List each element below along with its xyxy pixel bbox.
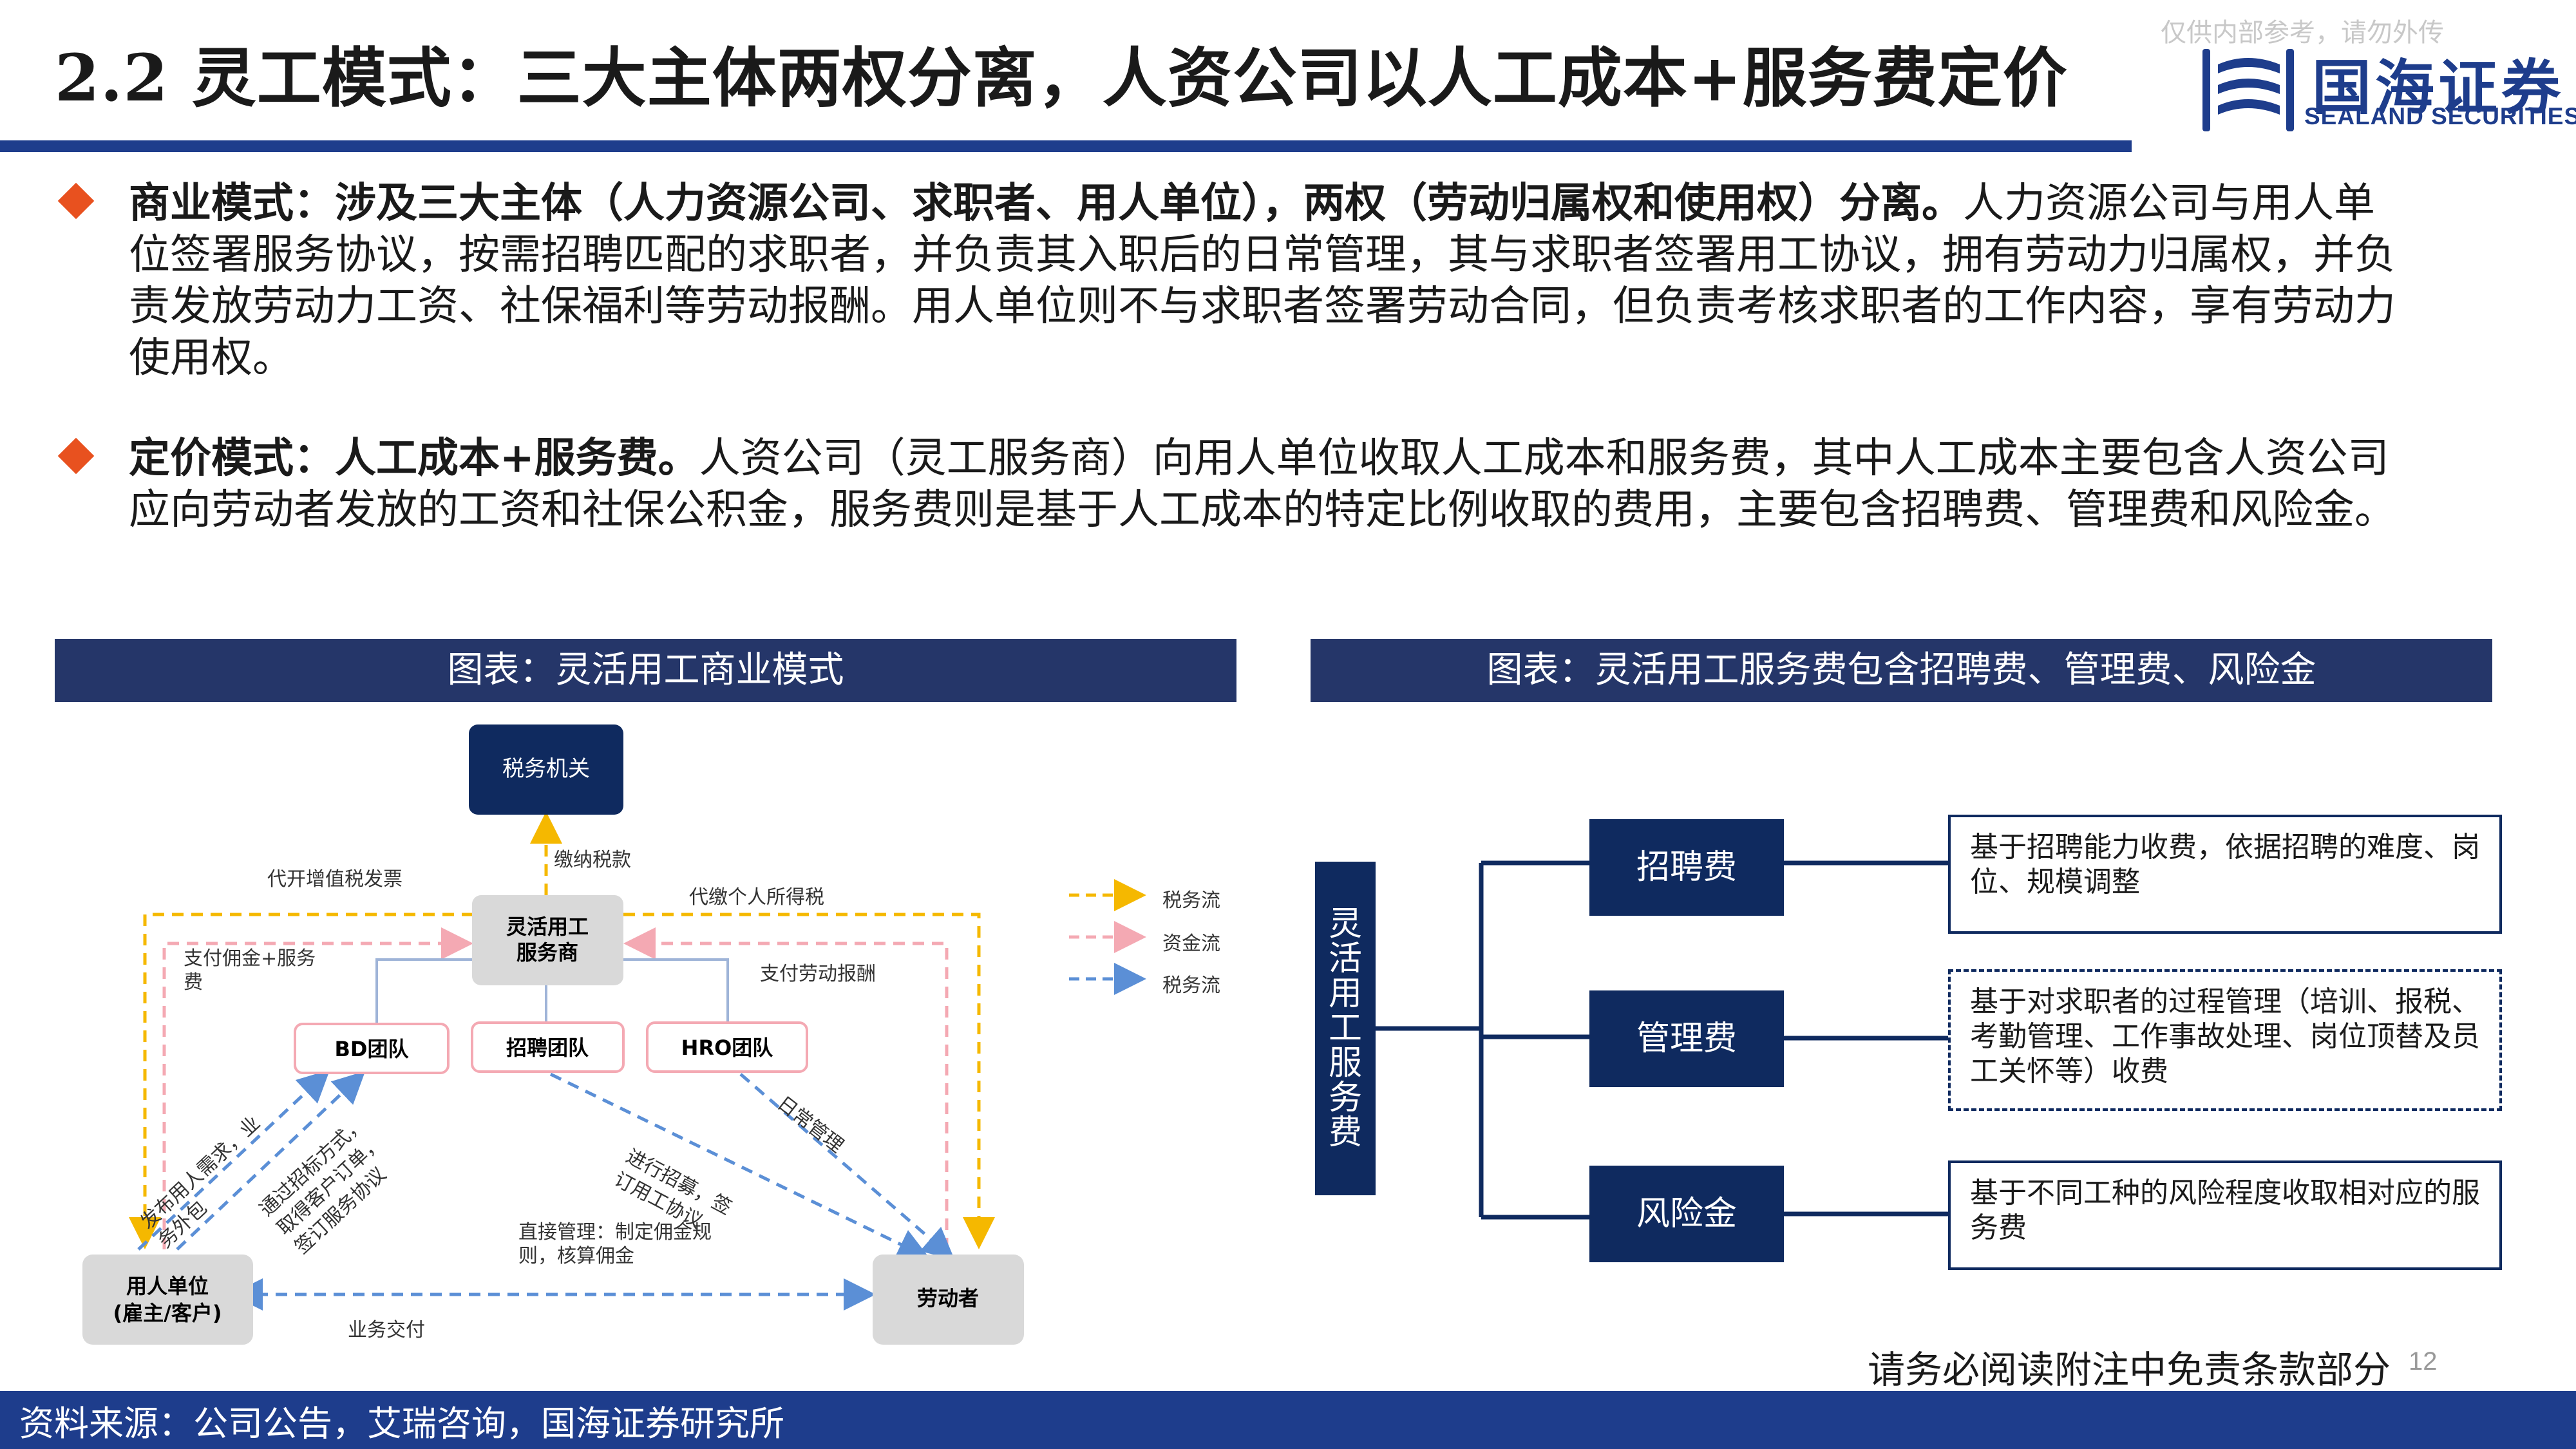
node-label: (雇主/客户) [113,1301,222,1325]
right-chart-header: 图表：灵活用工服务费包含招聘费、管理费、风险金 [1311,639,2492,702]
source-note: 资料来源：公司公告，艾瑞咨询，国海证券研究所 [19,1403,784,1444]
fee-tree-connectors [1376,860,1948,1220]
node-employer: 用人单位 (雇主/客户) [82,1255,253,1345]
fee-management: 管理费 [1589,990,1784,1087]
left-chart-header: 图表：灵活用工商业模式 [55,639,1236,702]
logo-chinese-name: 国海证券 [2312,53,2565,122]
node-worker: 劳动者 [873,1255,1024,1345]
fund-flow-lines [162,927,949,1249]
node-hro-team: HRO团队 [646,1021,808,1073]
legend-label: 税务流 [1162,974,1220,997]
root-char: 活 [1328,940,1362,978]
bullet-diamond-icon [57,437,95,475]
node-label: 劳动者 [917,1286,979,1311]
fee-recruitment: 招聘费 [1589,819,1784,916]
edge-label: 业务交付 [348,1319,425,1341]
node-label: HRO团队 [681,1036,774,1060]
edge-label: 代缴个人所得税 [689,886,824,909]
diagram-legend: 税务流 资金流 税务流 [1069,879,1220,997]
fee-recruitment-desc: 基于招聘能力收费，依据招聘的难度、岗位、规模调整 [1948,815,2502,934]
root-char: 灵 [1328,905,1362,943]
page-title: 2.2 灵工模式：三大主体两权分离，人资公司以人工成本+服务费定价 [55,40,2068,116]
fee-risk-desc: 基于不同工种的风险程度收取相对应的服务费 [1948,1160,2502,1270]
node-tax-authority: 税务机关 [469,724,623,815]
paragraph-body: 人力资源公司与用人单位签署服务协议，按需招聘匹配的求职者，并负责其入职后的日常管… [129,180,2396,382]
logo-english-name: SEALAND SECURITIES [2304,103,2576,129]
disclaimer: 请务必阅读附注中免责条款部分 [1868,1348,2391,1392]
watermark: 仅供内部参考，请勿外传 [2161,18,2444,48]
paragraph-lead: 定价模式：人工成本+服务费。 [129,434,699,482]
root-char: 用 [1328,974,1362,1013]
edge-label: 缴纳税款 [554,849,631,871]
root-char: 服 [1328,1044,1362,1083]
root-char: 工 [1328,1009,1362,1048]
node-bd-team: BD团队 [294,1023,450,1074]
fee-management-desc: 基于对求职者的过程管理（培训、报税、考勤管理、工作事故处理、岗位顶替及员工关怀等… [1948,969,2502,1111]
edge-label: 支付劳动报酬 [760,963,876,985]
edge-label: 直接管理：制定佣金规 [518,1221,712,1244]
paragraph-lead: 商业模式：涉及三大主体（人力资源公司、求职者、用人单位），两权（劳动归属权和使用… [129,179,1963,227]
legend-label: 资金流 [1162,933,1220,955]
node-service-provider: 灵活用工 服务商 [472,895,623,985]
node-label: 税务机关 [502,756,590,782]
root-char: 务 [1328,1079,1362,1117]
node-label: BD团队 [335,1037,410,1061]
business-model-diagram: 税务机关 灵活用工 服务商 BD团队 招聘团队 HRO团队 用人单位 (雇主/客… [82,724,1220,1345]
edge-label: 支付佣金+服务 [184,947,316,970]
service-fee-root: 灵 活 用 工 服 务 费 [1315,862,1376,1195]
info-flow-lines [137,1070,955,1311]
node-recruit-team: 招聘团队 [471,1021,625,1073]
sealand-logo-icon [2202,49,2294,131]
tax-flow-lines [129,811,995,1249]
paragraph-business-model: 商业模式：涉及三大主体（人力资源公司、求职者、用人单位），两权（劳动归属权和使用… [129,178,2396,384]
root-char: 费 [1328,1113,1362,1152]
edge-label: 费 [184,971,203,994]
paragraph-body: 人资公司（灵工服务商）向用人单位收取人工成本和服务费，其中人工成本主要包含人资公… [129,435,2396,534]
node-label: 招聘团队 [506,1036,589,1060]
page-number: 12 [2409,1347,2438,1376]
node-label: 灵活用工 [506,914,589,939]
paragraph-pricing-model: 定价模式：人工成本+服务费。人资公司（灵工服务商）向用人单位收取人工成本和服务费… [129,433,2396,536]
fee-risk: 风险金 [1589,1166,1784,1262]
bullet-diamond-icon [57,182,95,220]
title-divider [0,140,2132,152]
org-connectors [375,958,729,1024]
edge-label: 代开增值税发票 [267,868,402,891]
footer-bar [0,1391,2576,1449]
edge-label: 日常管理 [773,1092,848,1157]
legend-label: 税务流 [1162,889,1220,912]
edge-label: 则，核算佣金 [518,1245,634,1267]
node-label: 用人单位 [126,1274,209,1298]
node-label: 服务商 [516,940,578,965]
